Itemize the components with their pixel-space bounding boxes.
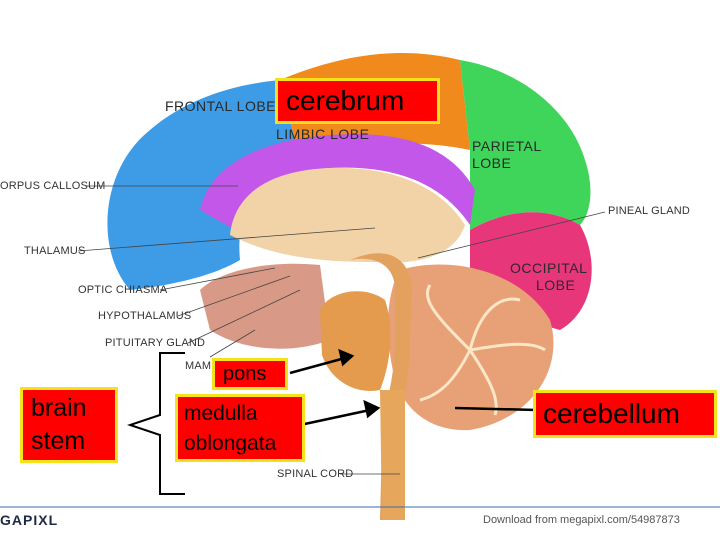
spinal-cord-label: SPINAL CORD [277,468,354,480]
parietal-lobe-label-line2: LOBE [472,155,512,171]
occipital-lobe-label-line1: OCCIPITAL [510,260,588,276]
occipital-lobe-label-line2: LOBE [536,277,576,293]
pons-arrow [289,356,346,375]
download-credit: Download from megapixl.com/54987873 [483,514,680,526]
thalamus-label: THALAMUS [24,245,86,257]
spinal-cord-region [380,390,405,520]
medulla-arrow [299,408,371,427]
pituitary-gland-label: PITUITARY GLAND [105,337,206,349]
hypothalamus-label: HYPOTHALAMUS [98,310,192,322]
brain-stem-bracket [126,352,185,495]
optic-chiasma-label: OPTIC CHIASMA [78,284,168,296]
leader-lines [77,185,606,475]
limbic-lobe-label: LIMBIC LOBE [276,126,370,142]
arrows [289,348,538,427]
limbic-lobe-region [200,134,475,230]
cerebrum-box: cerebrum [275,78,440,124]
cerebellum-folia [419,284,546,416]
parietal-lobe-region [460,60,591,230]
cerebellum-box: cerebellum [533,390,717,438]
pons-box: pons [212,358,288,390]
frontal-lobe-label: FRONTAL LOBE [165,98,277,114]
cerebellum-arrow [454,406,538,412]
inner-brain-region [230,167,465,263]
megapixl-logo: GAPIXL [0,512,59,528]
parietal-lobe-label-line1: PARIETAL [472,138,542,154]
pons-region [320,291,391,391]
frontal-lobe-region [107,80,301,290]
corpus-callosum-label: ORPUS CALLOSUM [0,180,106,192]
pineal-gland-label: PINEAL GLAND [608,205,691,217]
